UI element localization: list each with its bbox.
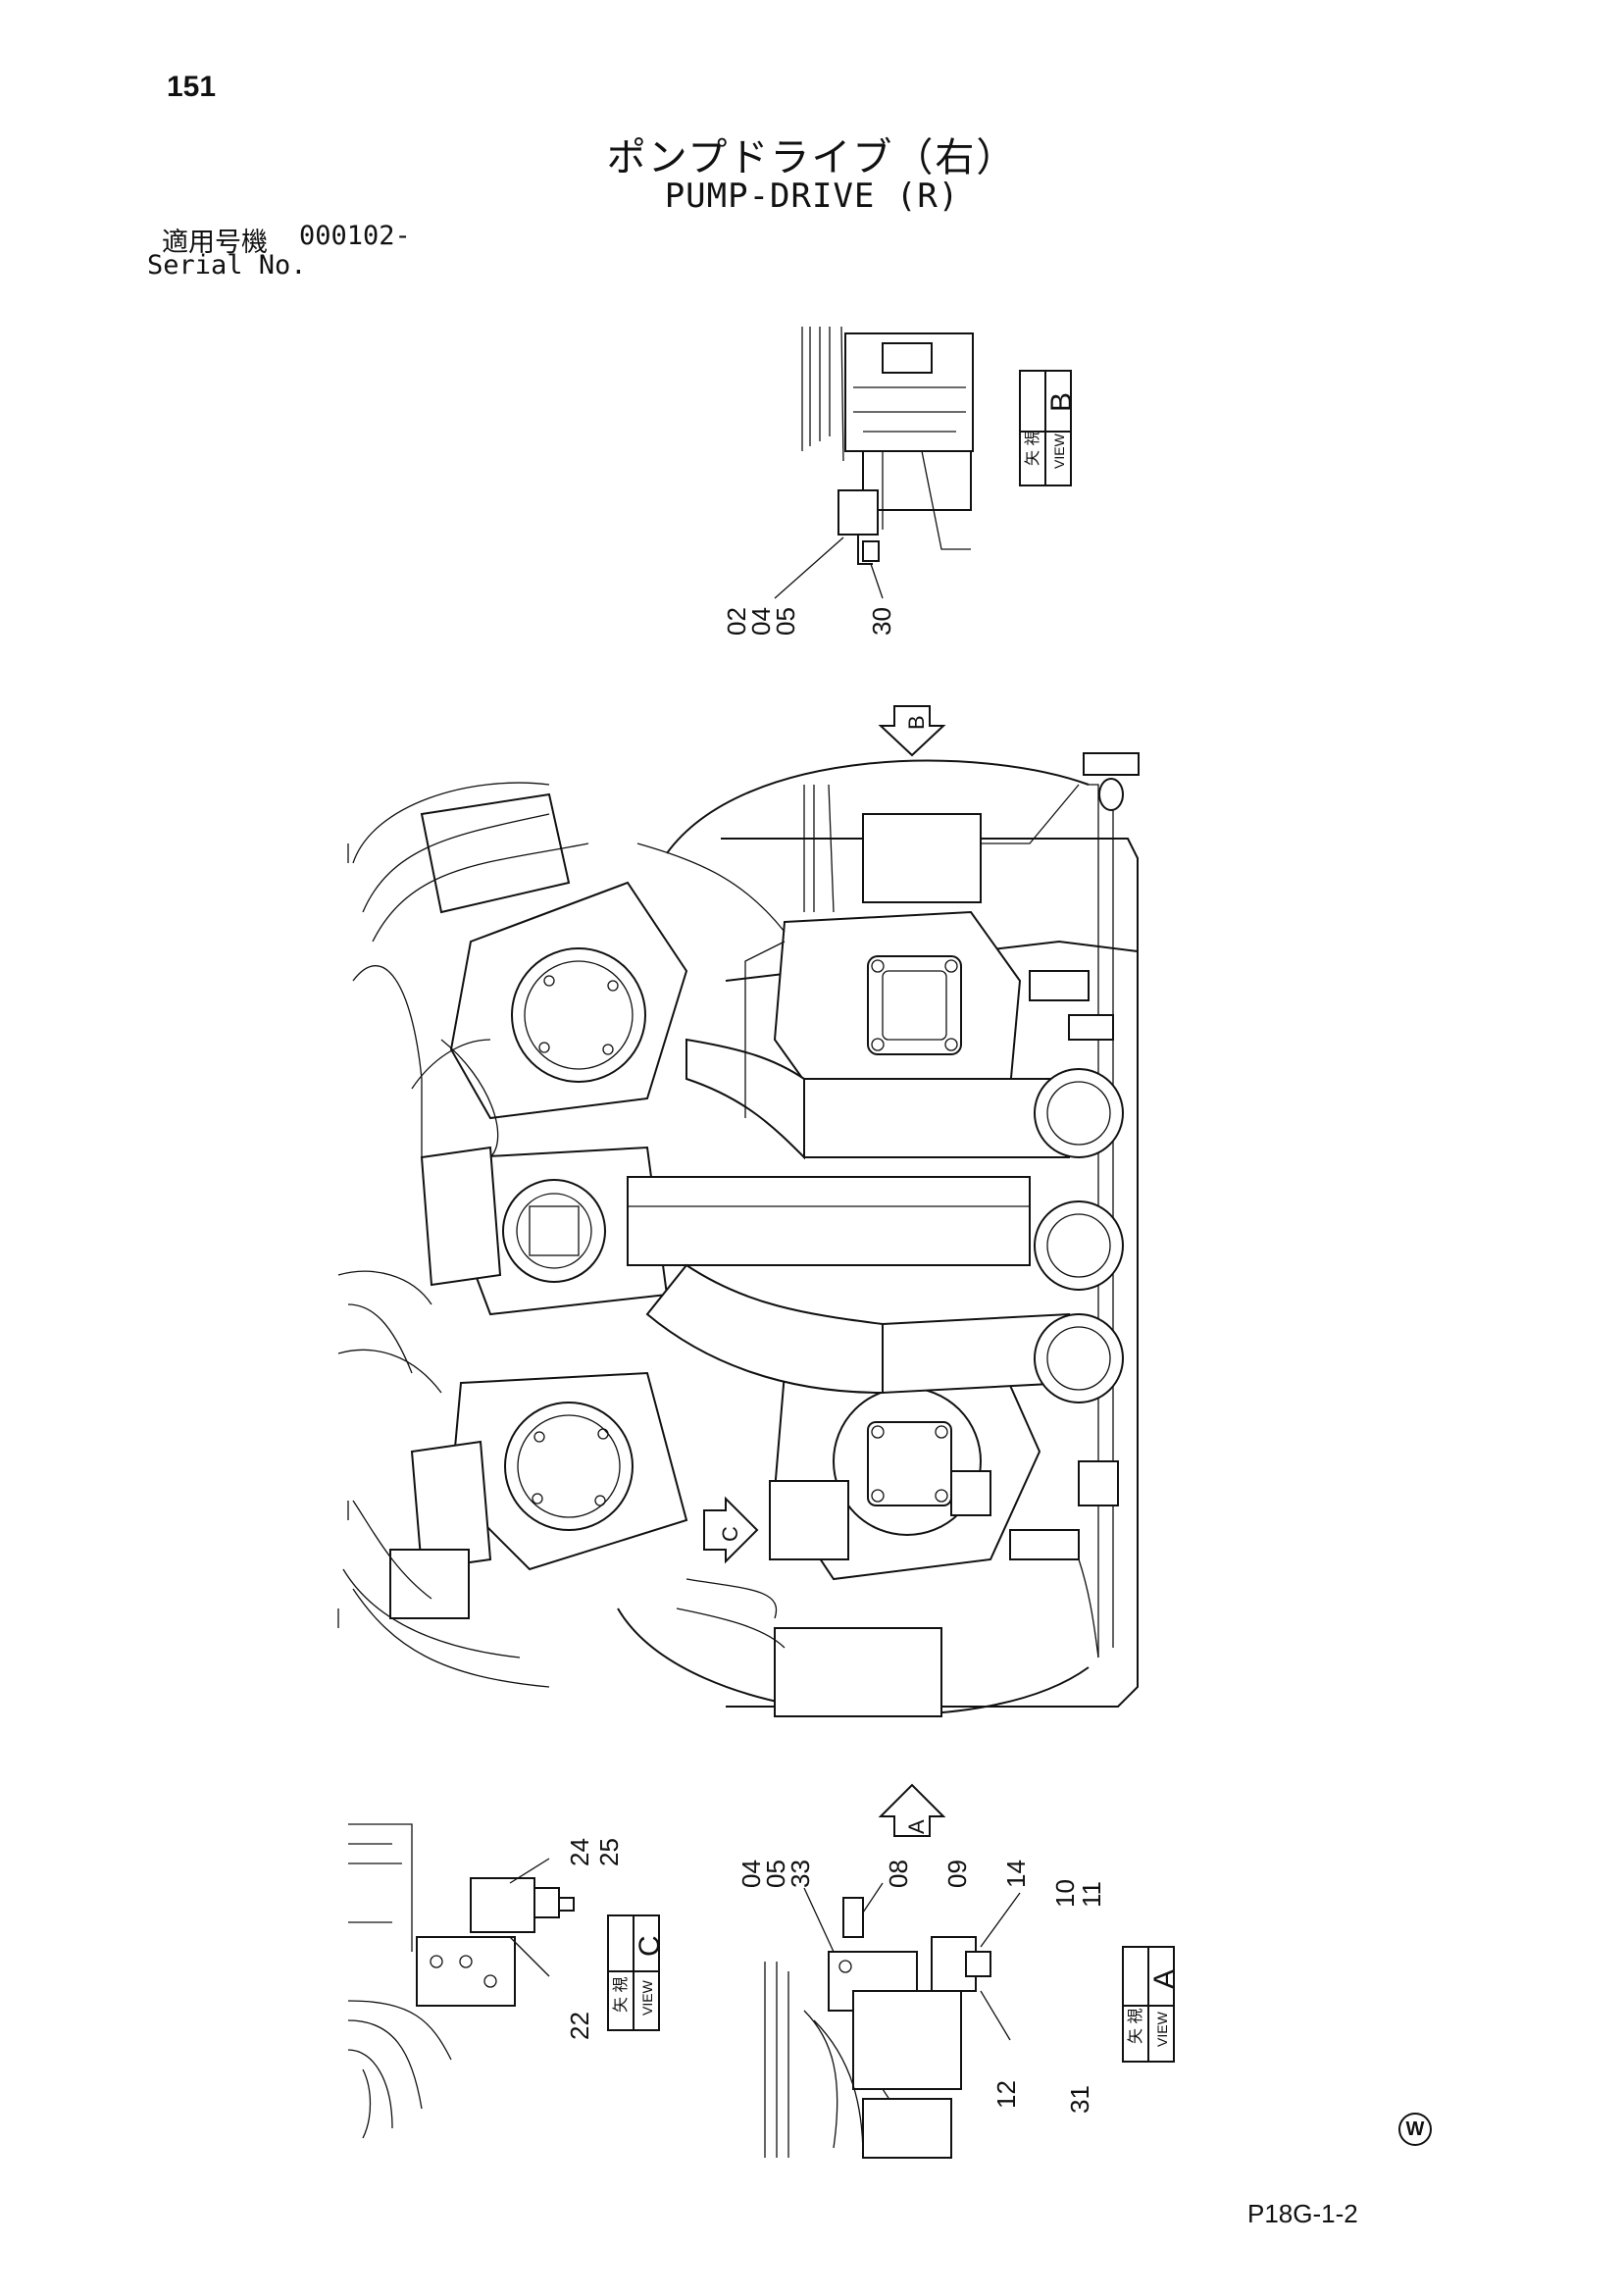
serial-label-english: Serial No. <box>147 250 307 281</box>
callout-30: 30 <box>867 607 896 636</box>
callout-24: 24 <box>565 1838 594 1866</box>
view-a-word: VIEW <box>1154 2011 1170 2047</box>
view-c-word: VIEW <box>639 1979 655 2015</box>
serial-number: 000102- <box>299 221 411 251</box>
view-arrow-c: C <box>703 1496 759 1564</box>
title-japanese: ポンプドライブ（右） <box>606 135 1018 180</box>
page-number: 151 <box>167 71 217 103</box>
svg-text:C: C <box>718 1526 742 1542</box>
callout-08: 08 <box>884 1860 913 1888</box>
view-b-letter: B <box>1045 392 1078 412</box>
view-b-word: VIEW <box>1051 433 1067 469</box>
callout-12: 12 <box>991 2080 1021 2109</box>
callout-09: 09 <box>942 1860 972 1888</box>
callout-10: 10 <box>1050 1879 1080 1908</box>
svg-text:B: B <box>904 715 929 730</box>
callout-04: 04 <box>746 607 776 636</box>
callout-05-a: 05 <box>761 1860 790 1888</box>
callout-33: 33 <box>786 1860 815 1888</box>
main-assembly <box>337 752 1140 1717</box>
callout-31: 31 <box>1065 2085 1094 2114</box>
w-circle-mark: W <box>1398 2113 1432 2146</box>
pipe-flanges <box>1034 1068 1124 1403</box>
view-arrow-b: B <box>878 705 946 757</box>
drawing-code: P18G-1-2 <box>1247 2199 1358 2228</box>
callout-25: 25 <box>594 1838 624 1866</box>
view-a-detail: 矢 視 VIEW A 04 05 33 08 09 14 10 11 12 31 <box>736 1860 1181 2159</box>
callout-22: 22 <box>565 2012 594 2040</box>
view-c-detail: 矢 視 VIEW C 24 25 22 <box>347 1823 666 2139</box>
callout-14: 14 <box>1001 1860 1031 1888</box>
view-b-kanji: 矢 視 <box>1024 431 1041 466</box>
callout-02: 02 <box>722 607 751 636</box>
title-english: PUMP-DRIVE (R) <box>664 177 960 216</box>
view-c-letter: C <box>634 1935 666 1957</box>
pump-housing-lower-left <box>449 1371 688 1571</box>
view-a-kanji: 矢 視 <box>1127 2009 1144 2044</box>
callout-05: 05 <box>771 607 800 636</box>
callout-04-a: 04 <box>736 1860 766 1888</box>
view-a-letter: A <box>1148 1969 1181 1989</box>
svg-text:A: A <box>904 1819 929 1834</box>
view-c-kanji: 矢 視 <box>612 1977 630 2013</box>
view-b-detail: 矢 視 VIEW B 02 04 05 30 <box>722 326 1078 636</box>
serial-label-japanese: 適用号機 <box>162 228 268 258</box>
callout-11: 11 <box>1077 1881 1106 1908</box>
pump-housing-upper-left <box>449 881 688 1120</box>
view-arrow-a: A <box>878 1783 946 1837</box>
